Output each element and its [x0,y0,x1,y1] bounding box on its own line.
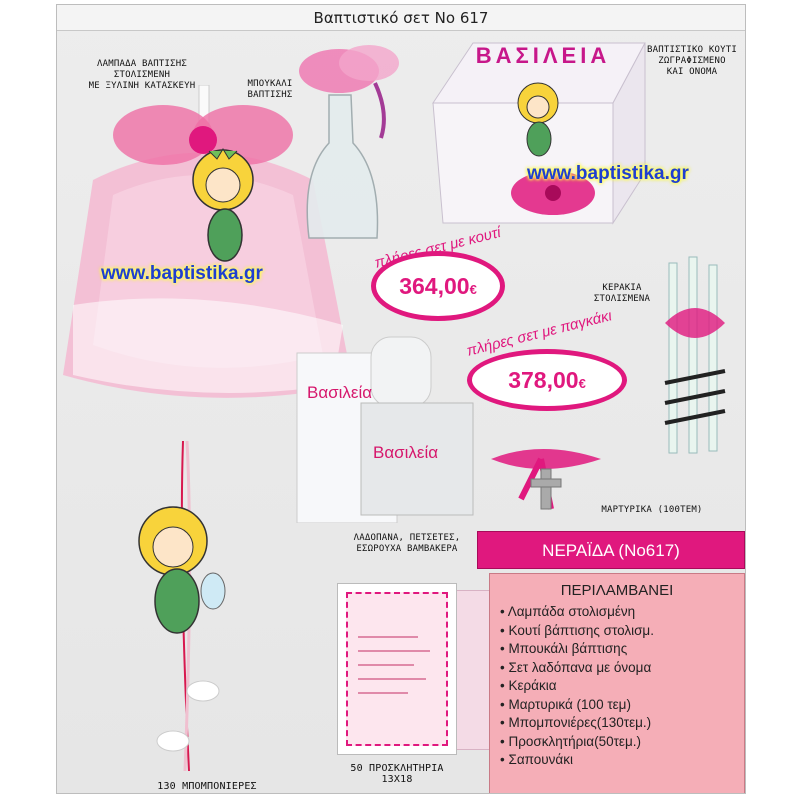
watermark-left: www.baptistika.gr [101,263,263,284]
fairy-figure-icon [192,148,254,262]
oil-set-label: ΛΑΔΟΠΑΝΑ, ΠΕΤΣΕΤΕΣ, ΕΣΩΡΟΥΧΑ ΒΑΜΒΑΚΕΡΑ [353,533,461,554]
fairy-figure-icon [138,506,226,634]
baptism-bottle-image [299,45,399,239]
list-item: Προσκλητήρια(50τεμ.) [500,733,744,752]
baptism-box-image [432,42,646,225]
offer-1-price: 364,00 [399,272,470,299]
includes-list: Λαμπάδα στολισμένη Κουτί βάπτισης στολισ… [490,603,744,770]
list-item: Σετ λαδόπανα με όνομα [500,659,744,678]
list-item: Κουτί βάπτισης στολισμ. [500,622,744,641]
box-label: ΒΑΠΤΙΣΤΙΚΟ ΚΟΥΤΙ ΖΩΓΡΑΦΙΣΜΕΝΟ ΚΑΙ ΟΝΟΜΑ [647,45,737,77]
offer-2-price-badge: 378,00€ [467,349,627,411]
box-name-text: ΒΑΣΙΛΕΙΑ [475,43,611,68]
offer-1-currency: € [469,281,477,297]
includes-heading: ΠΕΡΙΛΑΜΒΑΝΕΙ [560,582,674,599]
includes-panel: ΠΕΡΙΛΑΜΒΑΝΕΙ Λαμπάδα στολισμένη Κουτί βά… [489,573,745,793]
favors-label: 130 ΜΠΟΜΠΟΝΙΕΡΕΣ [157,781,257,792]
list-item: Μαρτυρικά (100 τεμ) [500,696,744,715]
invitation-card-image [337,583,457,755]
candle-label: ΛΑΜΠΑΔΑ ΒΑΠΤΙΣΗΣ ΣΤΟΛΙΣΜΕΝΗ ΜΕ ΞΥΛΙΝΗ ΚΑ… [88,59,196,91]
product-sheet: Βαπτιστικό σετ Νο 617 ΛΑΜΠΑΔΑ ΒΑΠΤΙΣΗΣ Σ… [56,4,746,794]
offer-2-currency: € [578,375,586,391]
embroidered-name-1: Βασιλεία [307,383,373,402]
invitations-label: 50 ΠΡΟΣΚΛΗΤΗΡΙΑ 13Χ18 [350,763,444,785]
list-item: Μπομπονιέρες(130τεμ.) [500,714,744,733]
watermark-top-right: www.baptistika.gr [527,163,689,184]
offer-1-price-badge: 364,00€ [371,251,505,321]
martyrika-label: ΜΑΡΤΥΡΙΚΑ (100ΤΕΜ) [601,505,703,515]
decorated-candle-image [63,85,353,398]
embroidered-name-2: Βασιλεία [373,443,439,462]
favors-decoration-image [138,441,226,772]
list-item: Κεράκια [500,677,744,696]
page-title: Βαπτιστικό σετ Νο 617 [57,5,745,31]
small-candles-label: ΚΕΡΑΚΙΑ ΣΤΟΛΙΣΜΕΝΑ [593,283,651,304]
bottle-label: ΜΠΟΥΚΑΛΙ ΒΑΠΤΙΣΗΣ [247,79,293,100]
offer-2-price: 378,00 [508,366,579,393]
martyrika-cross-image [491,449,601,510]
oil-set-towels-image [296,336,474,523]
list-item: Λαμπάδα στολισμένη [500,603,744,622]
fairy-figure-icon [517,82,559,157]
list-item: Σαπουνάκι [500,751,744,770]
small-candles-image [664,256,726,454]
list-item: Μπουκάλι βάπτισης [500,640,744,659]
theme-name-banner: ΝΕΡΑΪΔΑ (Νο617) [477,531,745,569]
